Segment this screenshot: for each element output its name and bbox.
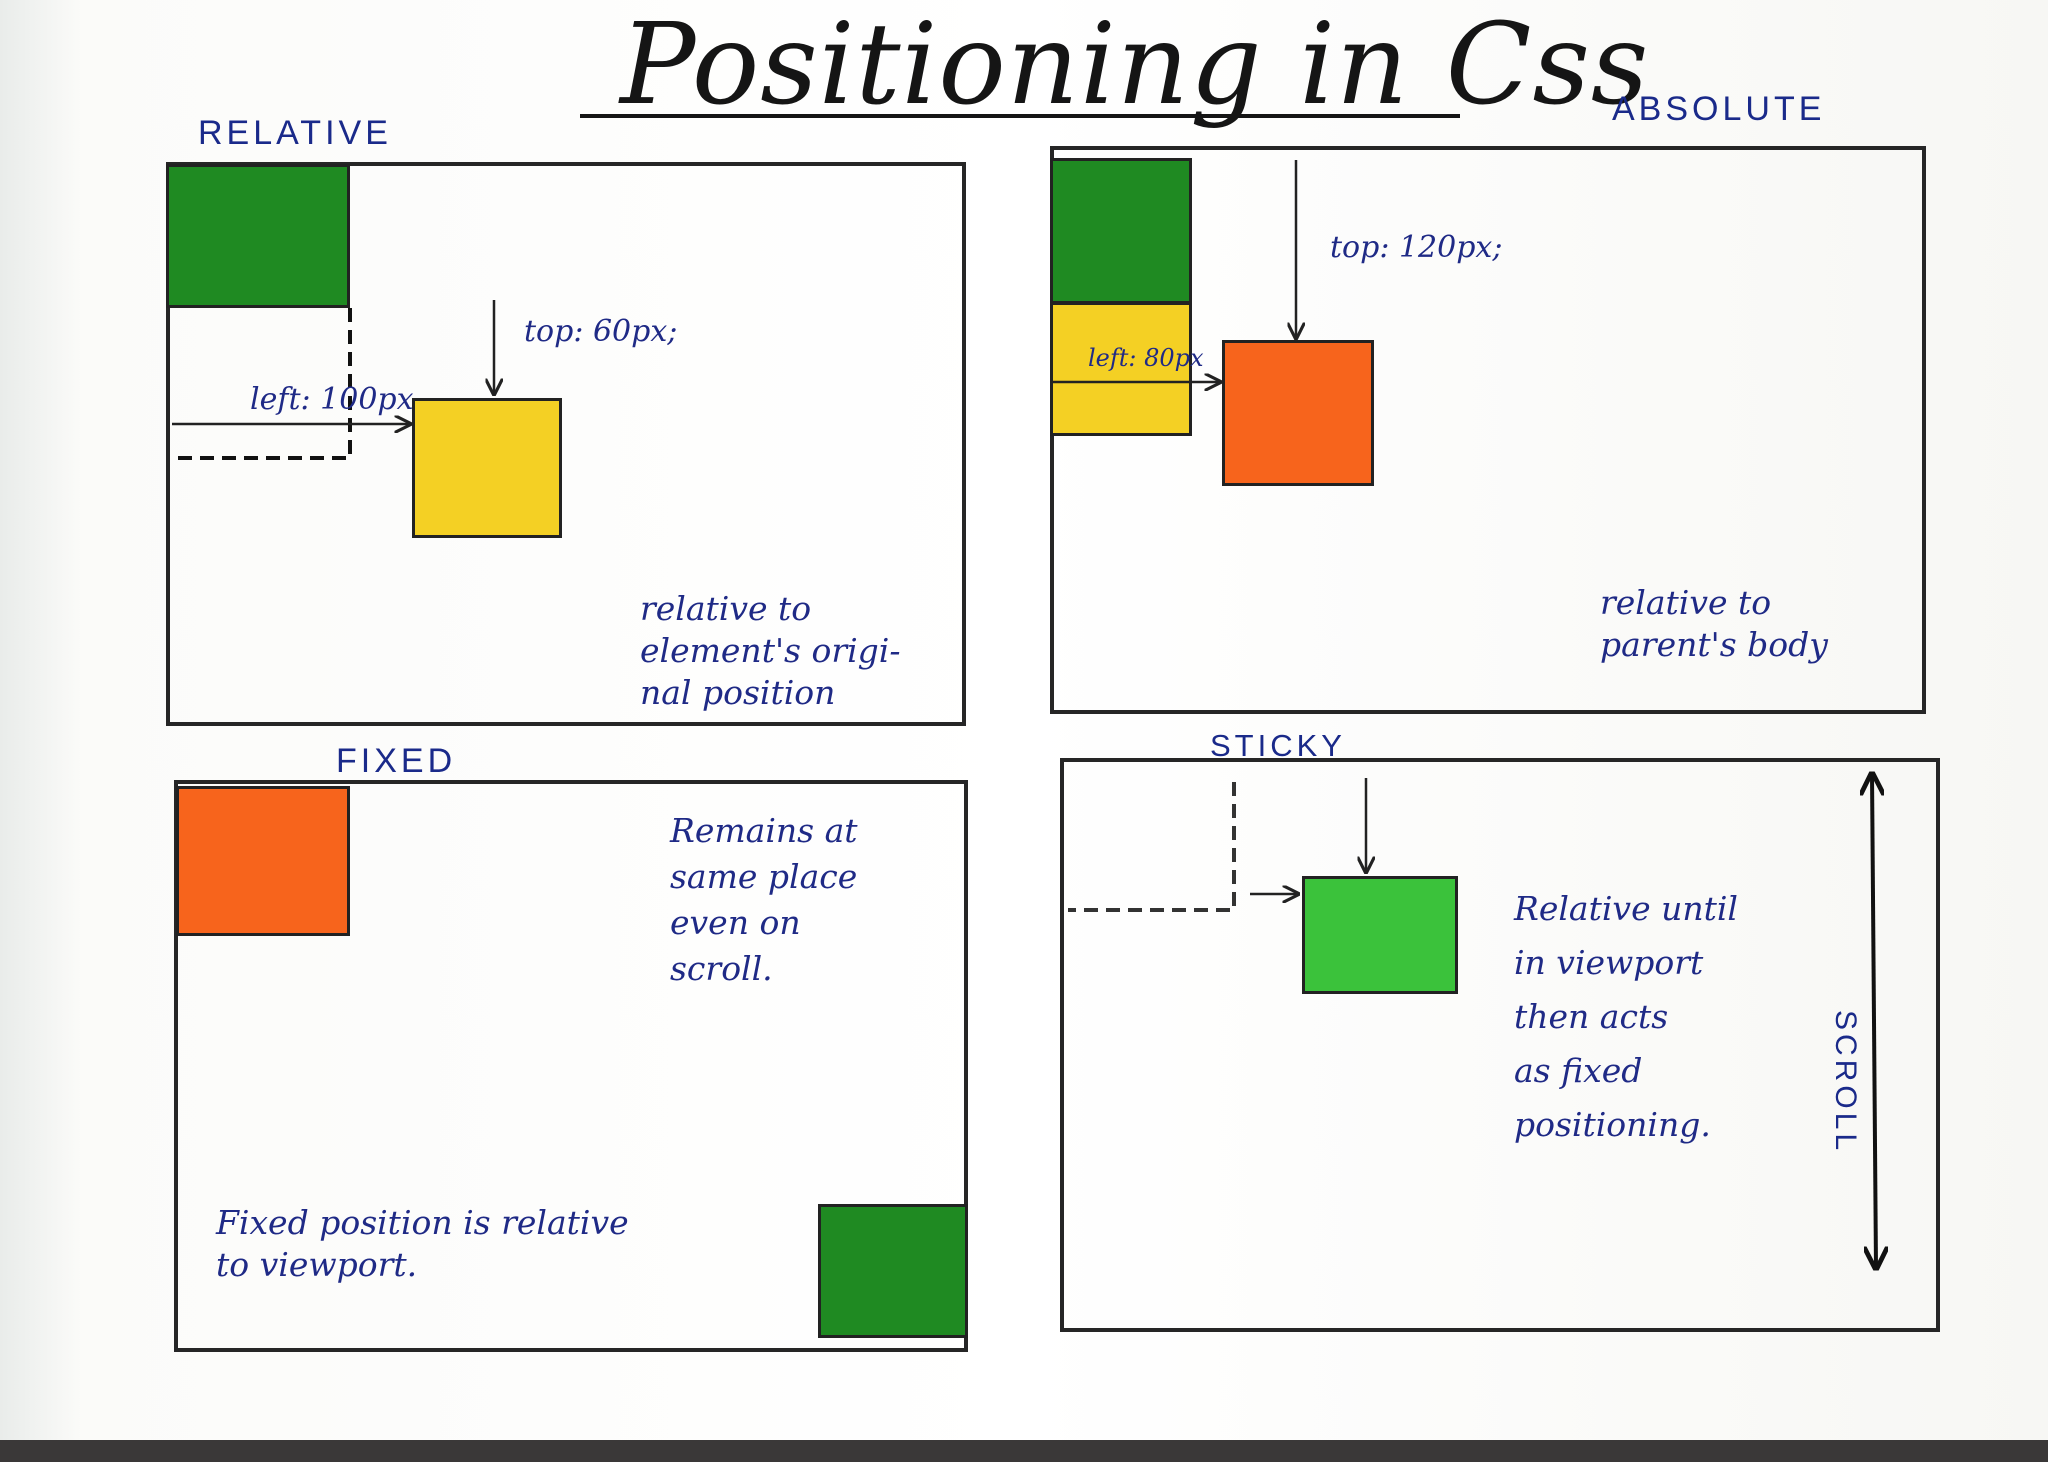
- scroll-label: SCROLL: [1829, 1010, 1862, 1155]
- absolute-orange-box: [1222, 340, 1374, 486]
- absolute-top-code: top: 120px;: [1330, 230, 1503, 265]
- fixed-note-top: Remains at same place even on scroll.: [670, 811, 858, 988]
- title-underline: [580, 114, 1460, 118]
- relative-note: relative to element's origi- nal positio…: [640, 589, 901, 712]
- relative-yellow-box: [412, 398, 562, 538]
- relative-dashed-outline: [170, 308, 352, 460]
- label-fixed: FIXED: [336, 742, 457, 780]
- sticky-dashed-path: [1068, 782, 1236, 912]
- panel-sticky: [1060, 758, 1940, 1332]
- absolute-left-code: left: 80px: [1088, 344, 1204, 372]
- panel-fixed: [174, 780, 968, 1352]
- relative-top-code: top: 60px;: [524, 314, 678, 349]
- scroll-arrow: [1872, 774, 1876, 1268]
- absolute-note: relative to parent's body: [1600, 583, 1828, 664]
- label-absolute: ABSOLUTE: [1612, 90, 1826, 128]
- absolute-yellow-box: [1050, 302, 1192, 436]
- panel-relative: [166, 162, 966, 726]
- fixed-orange-box: [176, 786, 350, 936]
- fixed-green-box: [818, 1204, 968, 1338]
- table-edge: [0, 1440, 2048, 1462]
- label-sticky: STICKY: [1210, 728, 1346, 763]
- sticky-green-box: [1302, 876, 1458, 994]
- sticky-note: Relative until in viewport then acts as …: [1514, 889, 1738, 1144]
- fixed-note-bottom: Fixed position is relative to viewport.: [216, 1203, 629, 1284]
- relative-left-code: left: 100px: [250, 382, 414, 417]
- label-relative: RELATIVE: [198, 114, 392, 152]
- relative-static-green-box: [166, 164, 350, 308]
